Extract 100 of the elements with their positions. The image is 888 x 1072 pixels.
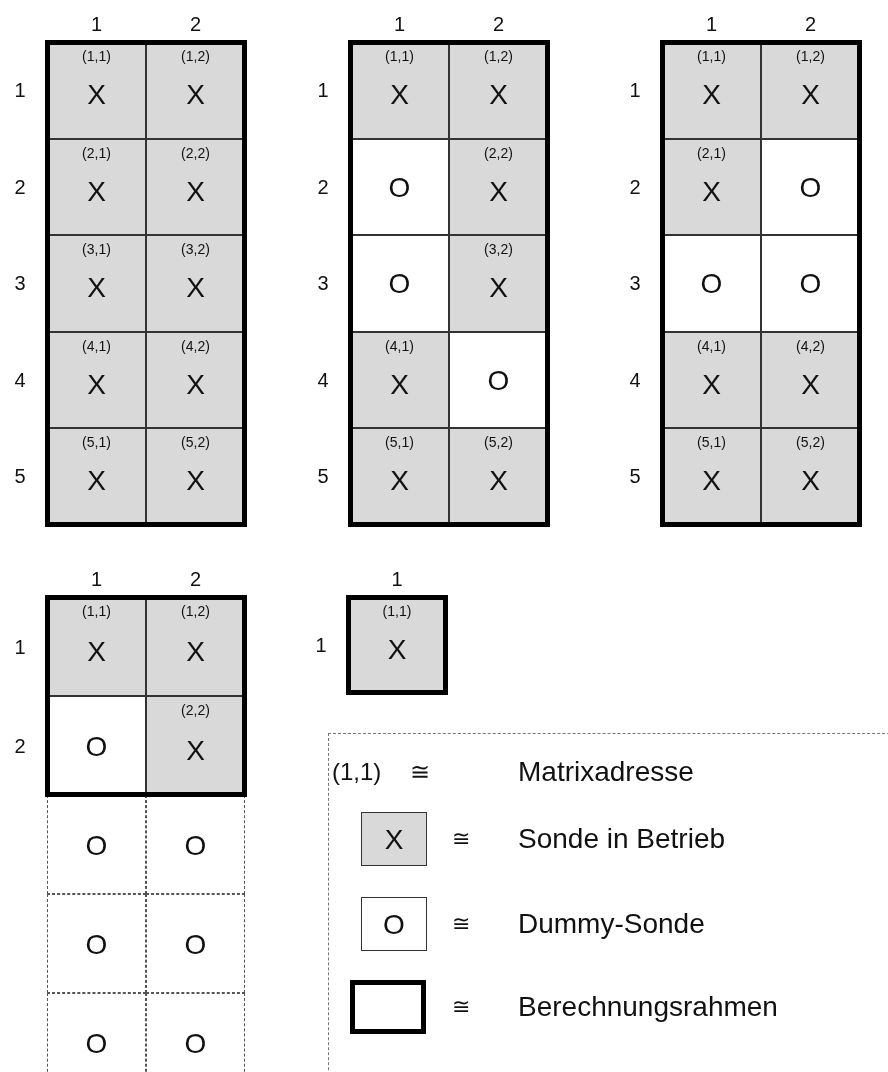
matrix-address: (2,2) (180, 144, 211, 161)
row-number: 1 (314, 633, 328, 657)
row-number: 4 (316, 367, 330, 392)
column-number: 2 (188, 12, 203, 36)
row-number: 1 (628, 78, 642, 103)
cell-mark: O (798, 171, 823, 204)
cell-mark: X (800, 465, 821, 498)
row-number: 5 (628, 464, 642, 489)
cell-mark: X (86, 368, 107, 401)
matrix-address: (1,1) (381, 603, 413, 619)
row-number: 3 (316, 271, 330, 296)
cell-mark: X (488, 175, 509, 208)
matrix-address: (1,1) (81, 48, 112, 64)
cell-mark: X (86, 175, 107, 208)
cell-mark: X (185, 635, 206, 668)
row-number: 1 (13, 78, 27, 103)
row-number: 3 (628, 271, 642, 296)
matrix-address: (4,1) (384, 337, 415, 354)
cell-mark: X (383, 824, 405, 856)
row-number: 5 (316, 464, 330, 489)
matrix-address: (5,2) (483, 434, 514, 450)
cell-mark: X (86, 635, 107, 668)
cell-mark: X (389, 368, 410, 401)
cell-mark: X (488, 272, 509, 305)
column-number: 1 (89, 567, 104, 591)
cell-mark: X (86, 272, 107, 305)
row-number: 1 (316, 78, 330, 103)
cell-mark: O (183, 928, 208, 961)
row-number: 1 (13, 634, 27, 659)
row-number: 5 (13, 464, 27, 489)
matrix-address: (1,2) (180, 48, 211, 64)
matrix-address: (3,1) (81, 241, 112, 257)
matrix-address: (1,1) (81, 603, 112, 619)
congruence-sign: ≅ (452, 911, 470, 937)
cell-mark: X (185, 272, 206, 305)
matrix-address: (5,2) (795, 434, 826, 450)
cell-mark: X (86, 79, 107, 112)
cell-mark: X (386, 634, 408, 666)
matrix-address: (1,1) (332, 758, 382, 786)
matrix-address: (2,2) (180, 702, 211, 718)
matrix-address: (1,2) (180, 603, 211, 619)
matrix-address: (4,1) (81, 337, 112, 354)
matrix-address: (2,1) (696, 144, 727, 161)
cell-mark: X (701, 465, 722, 498)
row-number: 2 (13, 733, 27, 758)
matrix-address: (3,2) (180, 241, 211, 257)
cell-mark: X (488, 465, 509, 498)
matrix-address: (2,2) (483, 144, 514, 161)
row-number: 4 (628, 367, 642, 392)
congruence-sign: ≅ (452, 826, 470, 852)
legend-text: Sonde in Betrieb (518, 823, 726, 855)
cell-mark: O (387, 268, 412, 301)
cell-mark: X (488, 79, 509, 112)
cell-mark: O (84, 1027, 109, 1060)
matrix-address: (1,1) (696, 48, 727, 64)
cell-mark: X (389, 465, 410, 498)
matrix-address: (4,2) (180, 337, 211, 354)
congruence-sign: ≅ (410, 758, 430, 786)
cell-mark: O (183, 1027, 208, 1060)
matrix-address: (4,2) (795, 337, 826, 354)
column-number: 1 (390, 567, 404, 591)
congruence-sign: ≅ (452, 994, 470, 1020)
cell-mark: O (486, 364, 511, 397)
cell-mark: X (389, 79, 410, 112)
matrix-address: (1,1) (384, 48, 415, 64)
cell-mark: O (84, 829, 109, 862)
row-number: 4 (13, 367, 27, 392)
row-number: 3 (13, 271, 27, 296)
matrix-address: (5,2) (180, 434, 211, 450)
cell-mark: X (701, 175, 722, 208)
cell-mark: O (183, 829, 208, 862)
cell-mark: O (382, 909, 406, 941)
cell-mark: O (84, 928, 109, 961)
cell-mark: X (185, 368, 206, 401)
cell-mark: O (798, 268, 823, 301)
matrix-address: (5,1) (384, 434, 415, 450)
matrix-address: (2,1) (81, 144, 112, 161)
matrix-address: (4,1) (696, 337, 727, 354)
column-number: 2 (803, 12, 818, 36)
row-number: 2 (13, 174, 27, 199)
cell-mark: X (701, 79, 722, 112)
column-number: 1 (392, 12, 407, 36)
cell-mark: O (699, 268, 724, 301)
legend-text: Berechnungsrahmen (518, 991, 778, 1023)
matrix-address: (3,2) (483, 241, 514, 257)
legend-text: Matrixadresse (518, 756, 694, 788)
matrix-address: (1,2) (483, 48, 514, 64)
row-number: 2 (316, 174, 330, 199)
matrix-address: (5,1) (696, 434, 727, 450)
matrix-address: (5,1) (81, 434, 112, 450)
cell-mark: O (387, 171, 412, 204)
column-number: 1 (704, 12, 719, 36)
cell-mark: X (185, 79, 206, 112)
column-number: 2 (188, 567, 203, 591)
cell-mark: O (84, 730, 109, 763)
legend-text: Dummy-Sonde (518, 908, 705, 940)
row-number: 2 (628, 174, 642, 199)
cell-mark: X (701, 368, 722, 401)
cell-mark: X (86, 465, 107, 498)
cell-mark: X (185, 175, 206, 208)
